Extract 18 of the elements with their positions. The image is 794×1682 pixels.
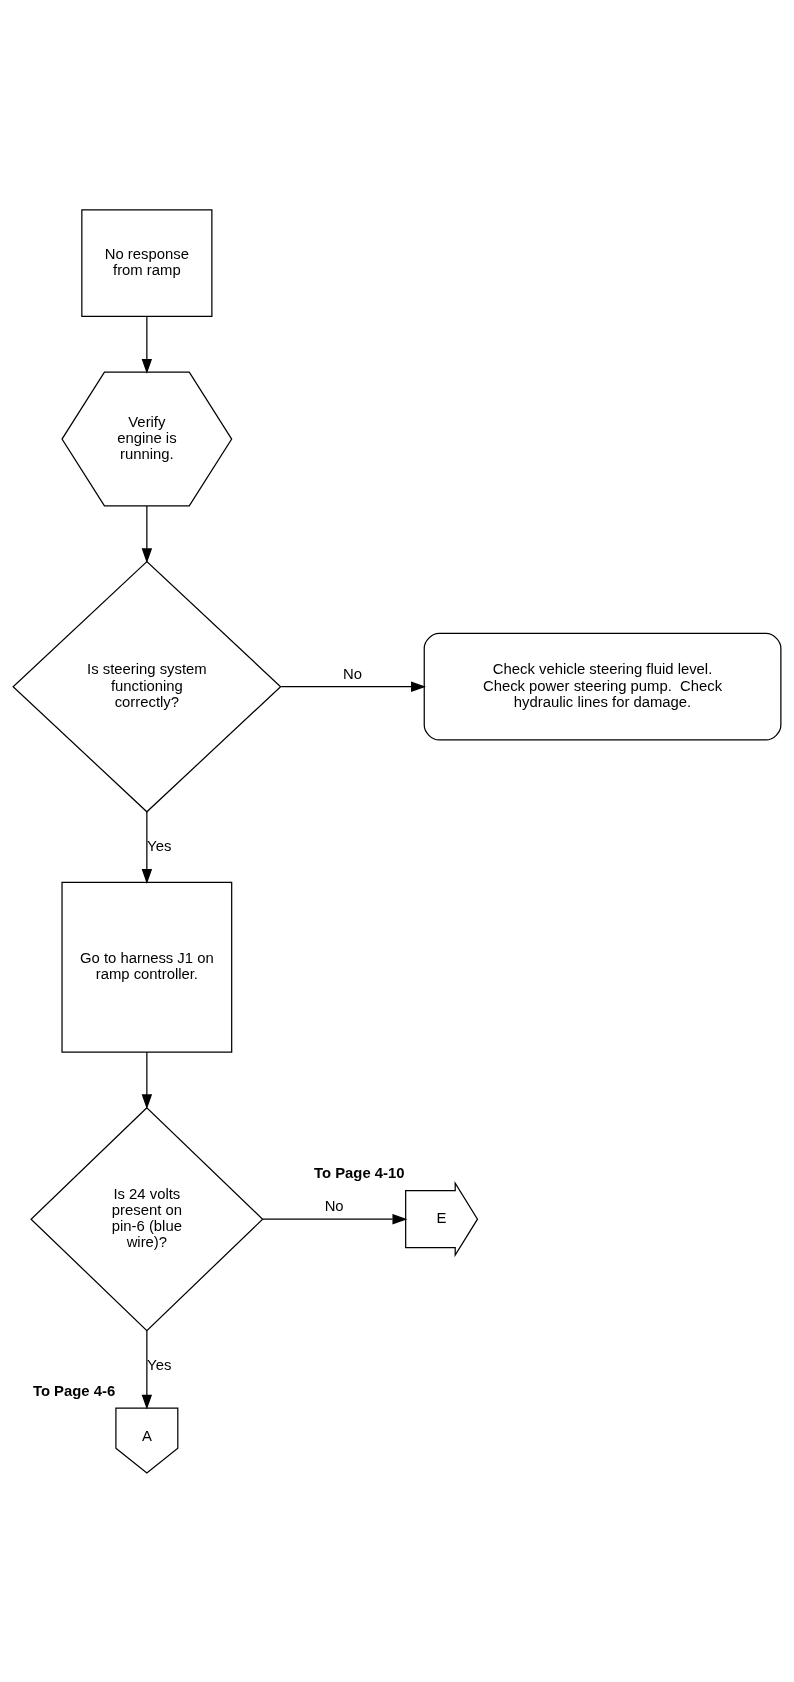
- arrow: [141, 1051, 153, 1109]
- node-label: To Page 4-10: [314, 1164, 405, 1181]
- edge-label: Yes: [147, 1356, 172, 1373]
- arrow: [141, 810, 153, 884]
- node-diamond: Is steering system functioning correctly?: [12, 560, 282, 813]
- arrow: [141, 1329, 153, 1410]
- node-diamond: Is 24 volts present on pin-6 (blue wire)?: [30, 1106, 264, 1331]
- arrow: [280, 681, 426, 692]
- node-label: To Page 4-6: [32, 1382, 116, 1399]
- node-box: Go to harness J1 on ramp controller.: [61, 881, 233, 1053]
- arrow: [141, 315, 153, 374]
- edge-label: Yes: [147, 837, 172, 854]
- edge-label: No: [324, 1197, 344, 1214]
- node-box: No response from ramp: [81, 208, 213, 317]
- arrow: [262, 1213, 408, 1224]
- arrow: [141, 504, 153, 563]
- edge-label: No: [342, 665, 362, 682]
- node-box: Check vehicle steering fluid level. Check power steering pump. Check hydraulic lines for damage.: [423, 632, 782, 741]
